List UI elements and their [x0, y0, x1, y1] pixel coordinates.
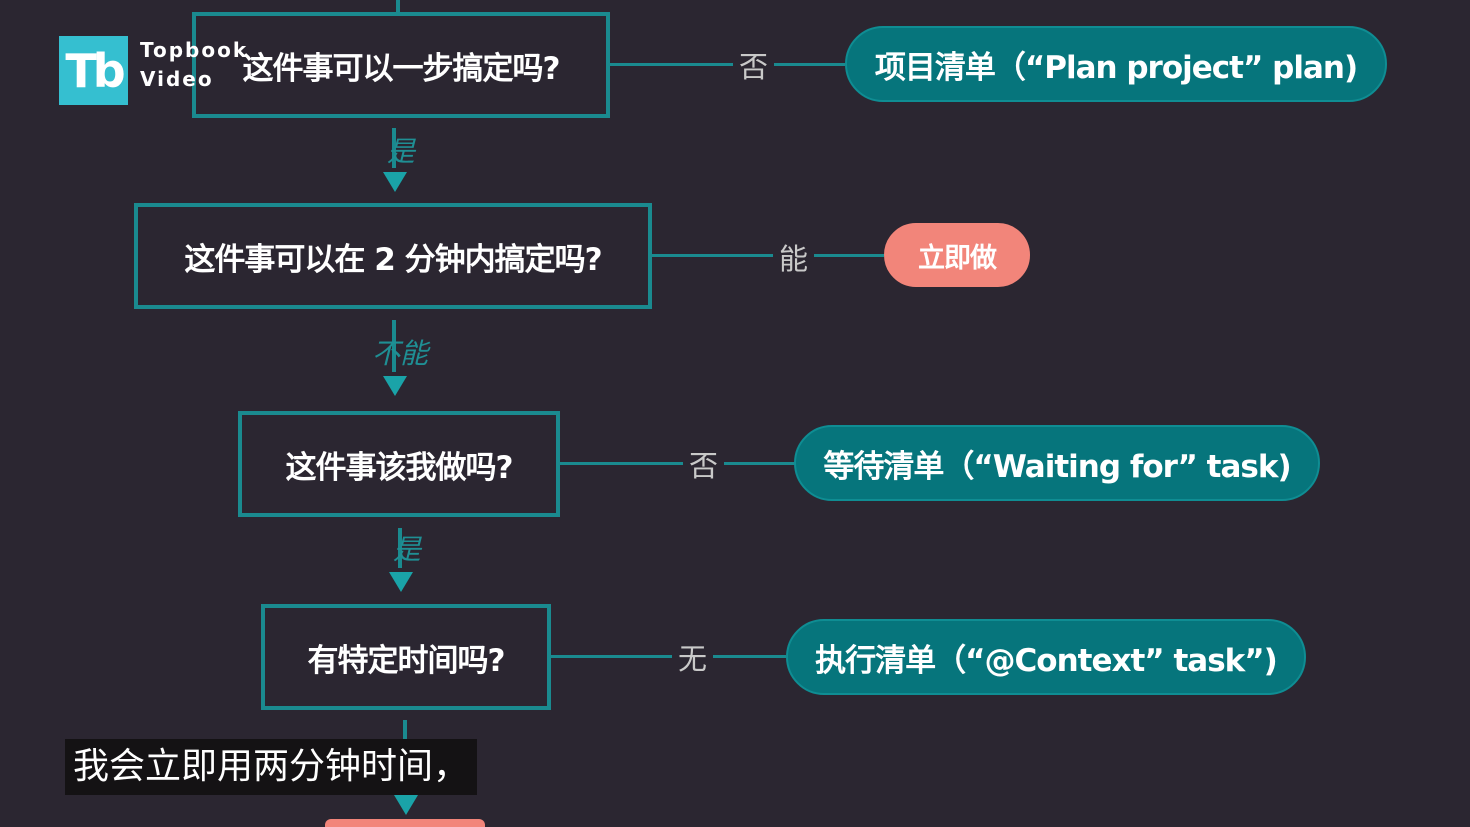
connector-q3-down [398, 528, 402, 568]
connector-q1-right [610, 63, 845, 66]
edge-label-no-1: 否 [733, 44, 775, 86]
question-box-two-minutes: 这件事可以在 2 分钟内搞定吗? [134, 203, 652, 309]
edge-label-can: 能 [773, 236, 815, 278]
edge-label-yes-1: 是 [387, 135, 416, 168]
edge-label-none: 无 [672, 636, 714, 678]
connector-top-in [396, 0, 400, 12]
next-node-partial [325, 819, 485, 827]
connector-q3-right [560, 462, 795, 465]
outcome-text-next-actions: 执行清单（“@Context” task”) [815, 642, 1278, 679]
outcome-project-list: 项目清单（“Plan project” plan) [845, 26, 1387, 102]
connector-q2-down [392, 320, 396, 372]
outcome-text-waiting-list: 等待清单（“Waiting for” task) [823, 448, 1291, 485]
outcome-text-project-list: 项目清单（“Plan project” plan) [874, 49, 1358, 86]
logo-mark-icon: Tb [59, 36, 128, 105]
connector-q4-right [551, 655, 786, 658]
question-text-specific-time: 有特定时间吗? [307, 642, 506, 679]
edge-label-no-2: 否 [683, 443, 725, 485]
outcome-next-actions: 执行清单（“@Context” task”) [786, 619, 1306, 695]
edge-label-yes-2: 是 [393, 533, 422, 566]
question-box-my-task: 这件事该我做吗? [238, 411, 560, 517]
arrow-down-2 [383, 376, 407, 396]
edge-label-cannot: 不能 [372, 337, 429, 370]
outcome-waiting-list: 等待清单（“Waiting for” task) [794, 425, 1320, 501]
question-text-my-task: 这件事该我做吗? [285, 449, 514, 486]
arrow-down-4 [394, 795, 418, 815]
arrow-down-1 [383, 172, 407, 192]
logo-text-video: Video [140, 67, 214, 91]
video-subtitle: 我会立即用两分钟时间， [65, 739, 478, 795]
question-box-one-step: 这件事可以一步搞定吗? [192, 12, 610, 118]
connector-q1-down [392, 128, 396, 168]
question-box-specific-time: 有特定时间吗? [261, 604, 551, 710]
outcome-text-do-now: 立即做 [918, 242, 997, 274]
connector-q2-right [652, 254, 884, 257]
logo-text-topbook: Topbook [140, 38, 249, 62]
arrow-down-3 [389, 572, 413, 592]
question-text-two-minutes: 这件事可以在 2 分钟内搞定吗? [184, 241, 602, 278]
outcome-do-now: 立即做 [884, 223, 1030, 287]
question-text-one-step: 这件事可以一步搞定吗? [242, 50, 561, 87]
